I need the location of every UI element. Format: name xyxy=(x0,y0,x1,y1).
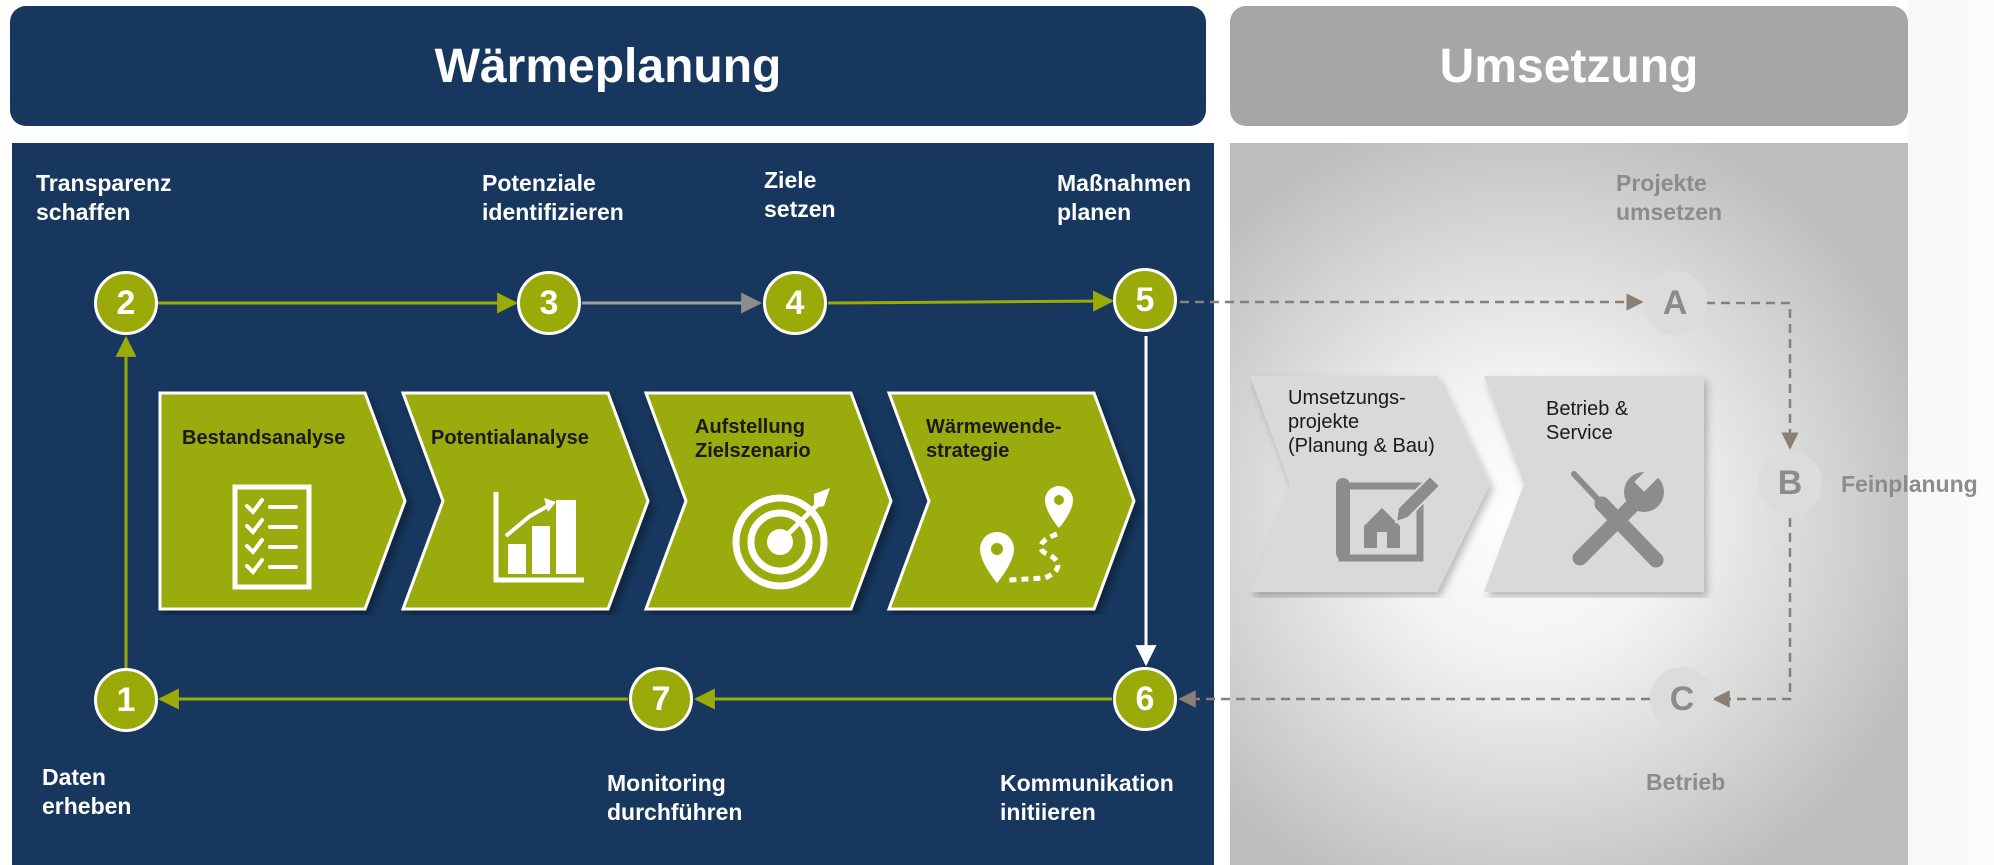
step-title-1: Bestandsanalyse xyxy=(182,427,346,449)
step-node-2: 2 xyxy=(94,271,158,335)
step-title-4: Wärmewende- strategie xyxy=(926,416,1062,462)
step-node-5: 5 xyxy=(1113,268,1177,332)
label-monitoring: Monitoring durchführen xyxy=(607,770,743,825)
step-node-b: B xyxy=(1758,451,1822,515)
arrow-b-to-c xyxy=(1712,518,1792,708)
background-fade xyxy=(1908,0,1994,865)
house-blueprint-icon xyxy=(1336,474,1442,562)
impl-title-2: Betrieb & Service xyxy=(1546,398,1629,444)
step-node-3: 3 xyxy=(517,271,581,335)
impl-title-1: Umsetzungs- projekte (Planung & Bau) xyxy=(1288,387,1435,457)
arrow-4-to-5 xyxy=(827,290,1115,312)
label-communication: Kommunikation initiieren xyxy=(1000,770,1174,825)
label-goals: Ziele setzen xyxy=(764,167,836,222)
step-node-7: 7 xyxy=(629,667,693,731)
step-chevron-2 xyxy=(400,391,650,611)
label-measures: Maßnahmen planen xyxy=(1057,170,1192,225)
wrench-screwdriver-icon xyxy=(1571,466,1664,568)
implementation-header: Umsetzung xyxy=(1230,6,1908,126)
step-node-4: 4 xyxy=(763,271,827,335)
label-operation: Betrieb xyxy=(1646,769,1726,795)
target-icon xyxy=(732,488,830,590)
step-title-3: Aufstellung Zielszenario xyxy=(695,416,811,462)
implementation-header-title: Umsetzung xyxy=(1439,39,1699,93)
step-node-a: A xyxy=(1643,271,1707,335)
step-node-6: 6 xyxy=(1113,667,1177,731)
label-detail-planning: Feinplanung xyxy=(1841,471,1978,497)
planning-header-title: Wärmeplanung xyxy=(434,39,782,93)
label-projects: Projekte umsetzen xyxy=(1616,170,1723,225)
checklist-icon xyxy=(232,484,312,590)
label-data: Daten erheben xyxy=(42,764,132,819)
bar-chart-growth-icon xyxy=(493,492,584,583)
label-transparency: Transparenz schaffen xyxy=(36,170,172,225)
planning-header: Wärmeplanung xyxy=(10,6,1206,126)
step-node-1: 1 xyxy=(94,668,158,732)
route-pins-icon xyxy=(980,486,1073,583)
arrow-a-to-b xyxy=(1706,301,1799,450)
step-chevron-4 xyxy=(886,391,1136,611)
step-title-2: Potentialanalyse xyxy=(431,427,589,449)
label-potentials: Potenziale identifizieren xyxy=(482,170,624,225)
step-chevron-1 xyxy=(158,391,407,611)
step-node-c: C xyxy=(1650,667,1714,731)
impl-chevron-2 xyxy=(1484,376,1704,592)
